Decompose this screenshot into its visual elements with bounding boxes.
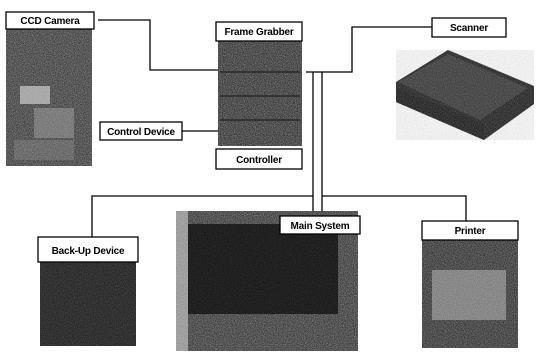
label-controller: Controller xyxy=(216,149,302,169)
back-up-device xyxy=(40,262,136,346)
label-ccd-camera-text: CCD Camera xyxy=(20,16,80,27)
label-controller-text: Controller xyxy=(236,155,282,166)
label-scanner: Scanner xyxy=(432,18,506,37)
printer-device xyxy=(422,240,518,348)
scanner-device xyxy=(396,50,534,140)
line-scanner-to-hub xyxy=(306,27,432,72)
label-frame-grabber: Frame Grabber xyxy=(216,22,302,41)
label-printer: Printer xyxy=(422,221,518,240)
frame-grabber-device xyxy=(218,41,302,146)
label-main-system-text: Main System xyxy=(291,221,350,232)
label-ccd-camera: CCD Camera xyxy=(6,12,94,29)
label-main-system: Main System xyxy=(280,216,360,234)
line-camera-to-frame-grabber xyxy=(98,20,222,70)
ccd-camera-device xyxy=(6,28,92,166)
label-back-up-device: Back-Up Device xyxy=(38,237,138,262)
label-printer-text: Printer xyxy=(455,226,486,237)
label-scanner-text: Scanner xyxy=(450,23,488,34)
label-frame-grabber-text: Frame Grabber xyxy=(224,27,293,38)
label-control-device-text: Control Device xyxy=(107,127,175,138)
label-back-up-device-text: Back-Up Device xyxy=(52,246,125,257)
label-control-device: Control Device xyxy=(100,122,182,140)
